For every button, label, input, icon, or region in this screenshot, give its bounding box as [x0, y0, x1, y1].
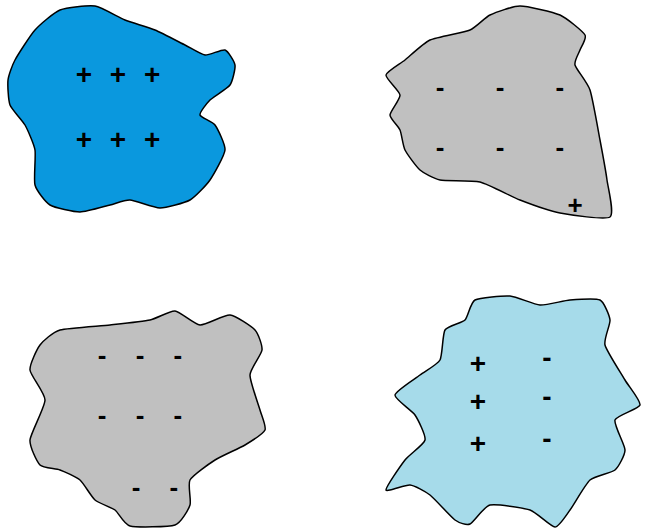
charge-sign: +: [470, 430, 486, 458]
negative-body: - - - - - - +: [382, 2, 614, 221]
charge-sign: +: [470, 350, 486, 378]
body-shape: [386, 296, 640, 527]
charge-sign: + + +: [76, 126, 161, 154]
positive-body: + + + + + +: [4, 2, 239, 216]
body-outline: [382, 292, 644, 531]
body-outline: [382, 2, 614, 221]
charge-sign: -: [542, 425, 551, 453]
negative-body: - - - - - - - -: [26, 307, 269, 530]
charge-sign: +: [567, 192, 582, 218]
charge-sign: - - -: [436, 74, 564, 100]
charge-sign: +: [470, 388, 486, 416]
charge-sign: -: [542, 344, 551, 372]
charge-sign: - - -: [98, 402, 182, 428]
charge-sign: - - -: [98, 342, 182, 368]
body-shape: [8, 6, 235, 212]
neutral-body: + - + - + -: [382, 292, 644, 531]
charge-sign: -: [542, 383, 551, 411]
charge-sign: + + +: [76, 61, 161, 89]
body-shape: [386, 6, 612, 218]
body-outline: [4, 2, 239, 216]
charge-sign: - -: [132, 474, 179, 500]
charge-sign: - - -: [436, 134, 564, 160]
body-shape: [30, 311, 265, 527]
